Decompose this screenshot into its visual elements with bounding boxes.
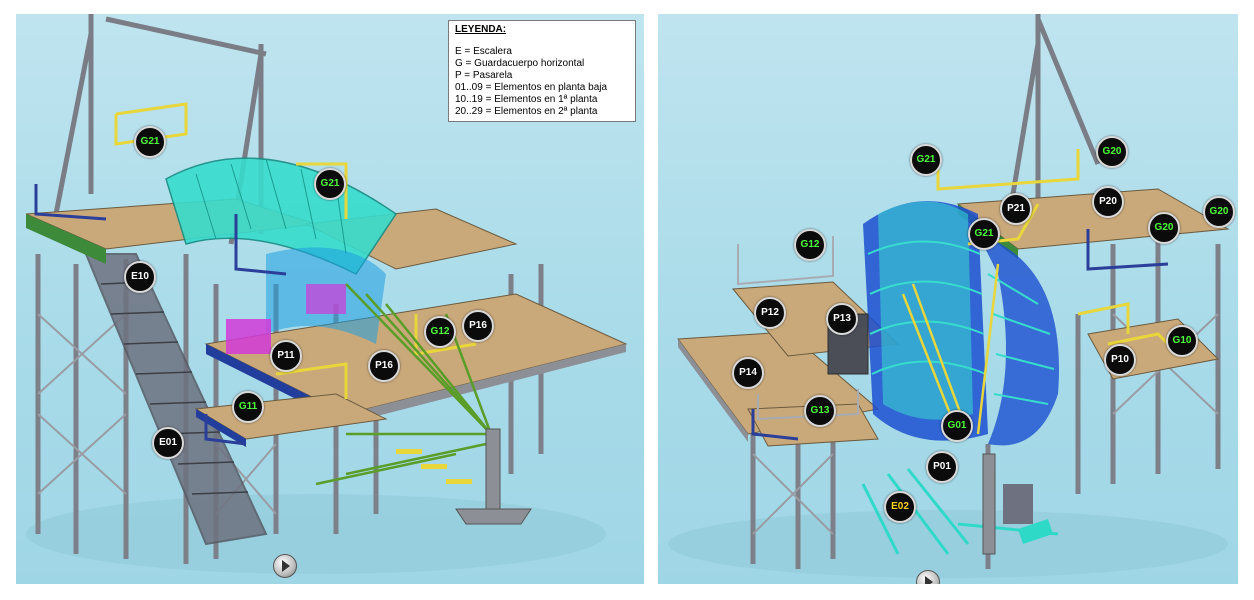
legend-item-segunda-planta: 20..29 = Elementos en 2ª planta: [455, 106, 598, 117]
right-view-panel: G21 G20 P21 P20 G21 G20 G20 G12 P12 P13 …: [658, 14, 1238, 584]
left-view-panel: LEYENDA: E = Escalera G = Guardacuerpo h…: [16, 14, 644, 584]
marker-right-e02: E02: [884, 491, 916, 523]
marker-right-g20-a: G20: [1096, 136, 1128, 168]
marker-right-p14: P14: [732, 357, 764, 389]
marker-left-p16-b: P16: [368, 350, 400, 382]
marker-right-p13: P13: [826, 303, 858, 335]
legend-box: LEYENDA: E = Escalera G = Guardacuerpo h…: [448, 20, 636, 122]
marker-left-p16-a: P16: [462, 310, 494, 342]
right-structure-drawing: [668, 14, 1230, 578]
marker-left-g21-a: G21: [134, 126, 166, 158]
marker-right-g21-a: G21: [910, 144, 942, 176]
marker-right-g13: G13: [804, 395, 836, 427]
play-icon[interactable]: [273, 554, 297, 578]
legend-title: LEYENDA:: [455, 24, 507, 35]
marker-right-p21: P21: [1000, 193, 1032, 225]
marker-left-e10: E10: [124, 261, 156, 293]
marker-left-g12: G12: [424, 316, 456, 348]
legend-item-guardacuerpo: G = Guardacuerpo horizontal: [455, 58, 585, 69]
marker-right-p10: P10: [1104, 344, 1136, 376]
legend-item-pasarela: P = Pasarela: [455, 70, 513, 81]
left-structure-drawing: [25, 14, 628, 574]
legend-item-primera-planta: 10..19 = Elementos en 1ª planta: [455, 94, 598, 105]
legend-item-planta-baja: 01..09 = Elementos en planta baja: [455, 82, 608, 93]
legend-item-escalera: E = Escalera: [455, 46, 512, 57]
marker-right-g10: G10: [1166, 325, 1198, 357]
marker-left-p11: P11: [270, 340, 302, 372]
marker-right-g01: G01: [941, 410, 973, 442]
marker-left-e01: E01: [152, 427, 184, 459]
marker-right-p12: P12: [754, 297, 786, 329]
marker-right-g20-c: G20: [1203, 196, 1235, 228]
marker-right-p20: P20: [1092, 186, 1124, 218]
marker-right-g21-b: G21: [968, 218, 1000, 250]
marker-right-p01: P01: [926, 451, 958, 483]
marker-right-g20-b: G20: [1148, 212, 1180, 244]
marker-left-g21-b: G21: [314, 168, 346, 200]
marker-left-g11: G11: [232, 391, 264, 423]
marker-right-g12: G12: [794, 229, 826, 261]
